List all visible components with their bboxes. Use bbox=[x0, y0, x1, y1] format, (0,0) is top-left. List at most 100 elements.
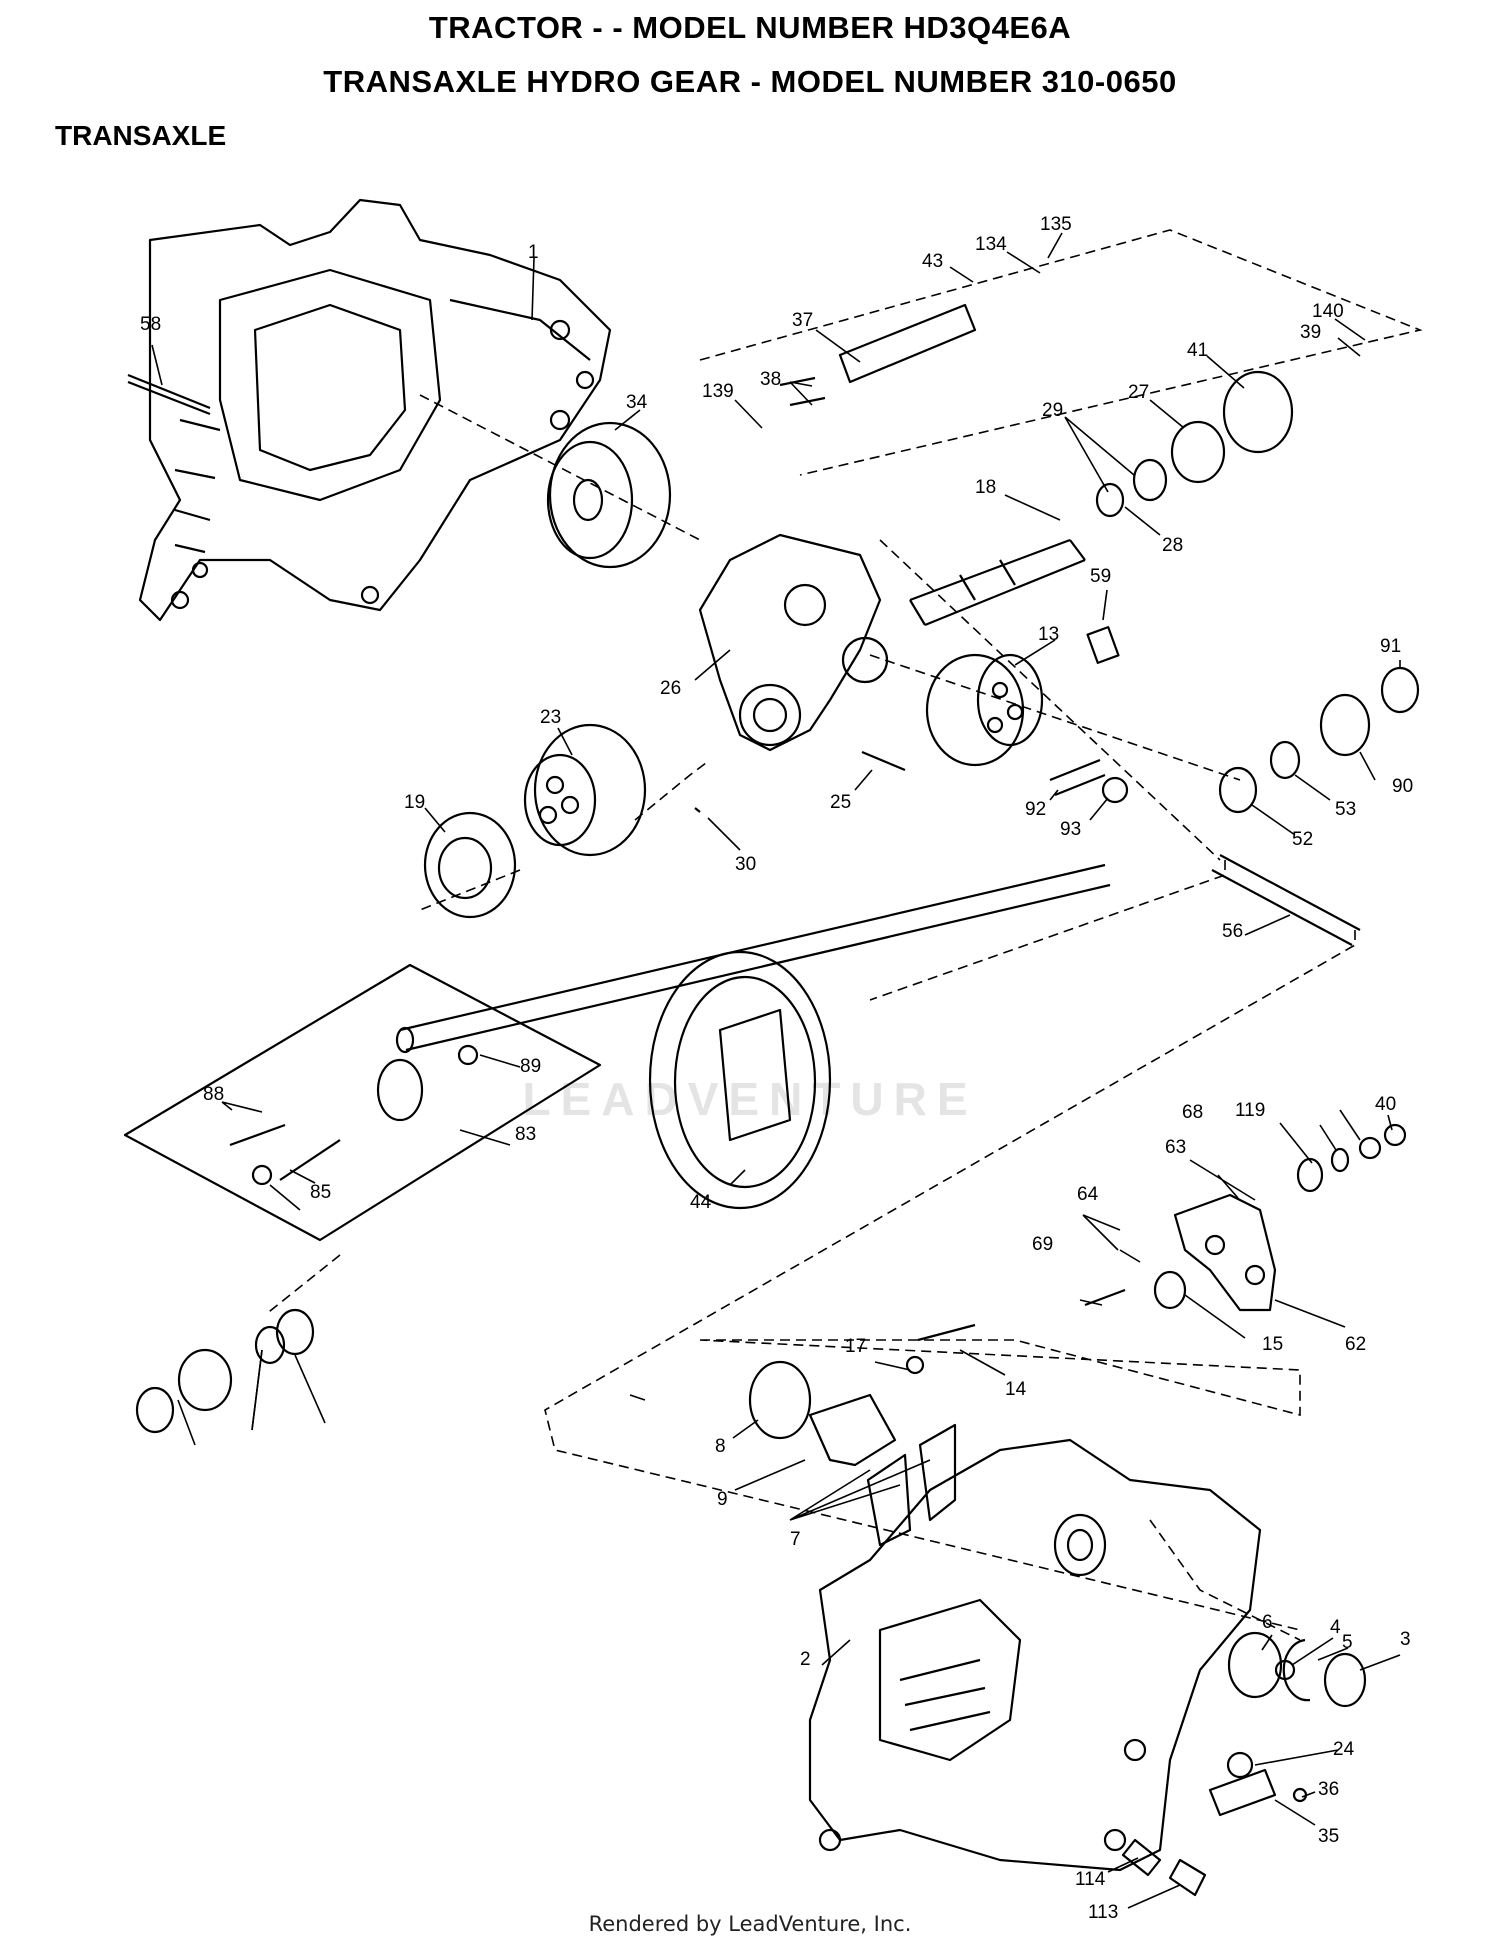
callout-25: 25 bbox=[830, 792, 851, 813]
callout-2: 2 bbox=[800, 1649, 811, 1670]
differential-kit-83-part bbox=[123, 963, 602, 1242]
pin-30-part bbox=[694, 807, 701, 813]
cross-shaft-85-part bbox=[229, 1123, 341, 1181]
callout-88: 88 bbox=[203, 1084, 224, 1105]
footer-credit: Rendered by LeadVenture, Inc. bbox=[588, 1912, 912, 1936]
washer-52-left-part bbox=[275, 1308, 315, 1356]
callout-69: 69 bbox=[1032, 1234, 1053, 1255]
callout-64: 64 bbox=[1077, 1184, 1099, 1205]
callout-62: 62 bbox=[1345, 1334, 1366, 1355]
callout-15: 15 bbox=[1262, 1334, 1283, 1355]
callout-40: 40 bbox=[1375, 1094, 1396, 1115]
control-arm-62-part bbox=[1173, 1193, 1277, 1312]
callout-113: 113 bbox=[1088, 1902, 1118, 1923]
seal-91-right-part bbox=[1380, 666, 1420, 714]
callout-135: 135 bbox=[1040, 214, 1072, 235]
washer-52-right-part bbox=[1218, 766, 1258, 814]
cylinder-block-13-part bbox=[925, 653, 1044, 767]
callout-63-upper: 63 bbox=[1165, 1137, 1186, 1158]
washer-24-part bbox=[1226, 1751, 1254, 1779]
key-17-part bbox=[905, 1355, 925, 1375]
washer-53-left-part bbox=[254, 1325, 286, 1365]
bearing-6-part bbox=[1227, 1631, 1283, 1699]
callout-90-right: 90 bbox=[1392, 776, 1413, 797]
callout-139: 139 bbox=[702, 381, 734, 402]
spacer-119-part bbox=[1330, 1147, 1350, 1173]
washer-53-right-part bbox=[1269, 740, 1301, 780]
callout-114: 114 bbox=[1075, 1869, 1106, 1890]
callout-134: 134 bbox=[975, 234, 1007, 255]
valve-25-part bbox=[861, 750, 906, 772]
callout-83: 83 bbox=[515, 1124, 536, 1145]
pins-38-part bbox=[779, 376, 826, 407]
callout-1: 1 bbox=[528, 242, 539, 263]
callout-7: 7 bbox=[790, 1529, 801, 1550]
callout-35: 35 bbox=[1318, 1826, 1339, 1847]
callout-59: 59 bbox=[1090, 566, 1111, 587]
washer-29-part bbox=[1132, 458, 1168, 502]
callout-37: 37 bbox=[792, 310, 813, 331]
callout-93: 93 bbox=[1060, 819, 1081, 840]
nut-40-part bbox=[1383, 1123, 1407, 1147]
callout-6: 6 bbox=[1262, 1612, 1273, 1633]
callout-52-right: 52 bbox=[1292, 829, 1313, 850]
fitting-114-part bbox=[1121, 1838, 1162, 1877]
output-shaft-56-part bbox=[1211, 854, 1361, 946]
callout-4: 4 bbox=[1330, 1617, 1341, 1638]
callout-13: 13 bbox=[1038, 624, 1059, 645]
callout-19: 19 bbox=[404, 792, 425, 813]
assembly-lines bbox=[264, 229, 1423, 1641]
callout-43-top: 43 bbox=[922, 251, 943, 272]
callout-3: 3 bbox=[1400, 1629, 1411, 1650]
retaining-ring-5-part bbox=[1282, 1638, 1311, 1702]
seal-27-part bbox=[1170, 420, 1226, 484]
lower-housing-2-part bbox=[808, 1438, 1262, 1872]
upper-housing-part bbox=[138, 198, 612, 622]
cap-3-part bbox=[1323, 1652, 1367, 1708]
callout-8: 8 bbox=[715, 1436, 726, 1457]
callout-140: 140 bbox=[1312, 301, 1344, 322]
plug-113-part bbox=[1168, 1858, 1207, 1897]
bolt-58-part bbox=[127, 373, 211, 416]
spring-68-part bbox=[1296, 1157, 1324, 1193]
callout-58: 58 bbox=[140, 314, 161, 335]
center-section-26-part bbox=[698, 533, 889, 752]
diagram-title-line-2: TRANSAXLE HYDRO GEAR - MODEL NUMBER 310-… bbox=[323, 64, 1177, 99]
bearing-34-part bbox=[546, 421, 672, 569]
callout-38: 38 bbox=[760, 369, 781, 390]
callout-17: 17 bbox=[845, 1336, 866, 1357]
callout-23: 23 bbox=[540, 707, 561, 728]
callout-56: 56 bbox=[1222, 921, 1243, 942]
callout-53-right: 53 bbox=[1335, 799, 1356, 820]
callout-68: 68 bbox=[1182, 1102, 1203, 1123]
callout-14: 14 bbox=[1005, 1379, 1027, 1400]
callout-85: 85 bbox=[310, 1182, 331, 1203]
callout-119: 119 bbox=[1235, 1100, 1265, 1121]
bearing-8-part bbox=[748, 1360, 812, 1440]
callout-44: 44 bbox=[690, 1192, 712, 1213]
callout-27: 27 bbox=[1128, 382, 1149, 403]
axle-shaft-part bbox=[395, 863, 1111, 1054]
pinion-gear-part bbox=[376, 1058, 424, 1122]
cover-41-part bbox=[1222, 370, 1294, 454]
callout-18: 18 bbox=[975, 477, 996, 498]
thrust-bearing-19-part bbox=[423, 811, 517, 919]
shaft-14-part bbox=[917, 1323, 976, 1342]
callout-24: 24 bbox=[1333, 1739, 1355, 1760]
swashplate-9-part bbox=[808, 1393, 897, 1467]
pin-59-part bbox=[1086, 626, 1120, 664]
callout-91-right: 91 bbox=[1380, 636, 1401, 657]
ring-gear-44-part bbox=[648, 950, 832, 1210]
callout-39: 39 bbox=[1300, 322, 1321, 343]
bushing-90-right-part bbox=[1319, 693, 1371, 757]
spring-92-part bbox=[1049, 758, 1106, 797]
callout-34: 34 bbox=[626, 392, 648, 413]
callout-92: 92 bbox=[1025, 799, 1046, 820]
diagram-title-line-1: TRACTOR - - MODEL NUMBER HD3Q4E6A bbox=[428, 10, 1072, 45]
callout-9: 9 bbox=[717, 1489, 728, 1510]
clip-36-part bbox=[1292, 1787, 1308, 1803]
seal-15-part bbox=[1153, 1270, 1187, 1310]
motor-block-23-part bbox=[523, 723, 647, 857]
washer-93-part bbox=[1101, 776, 1129, 804]
